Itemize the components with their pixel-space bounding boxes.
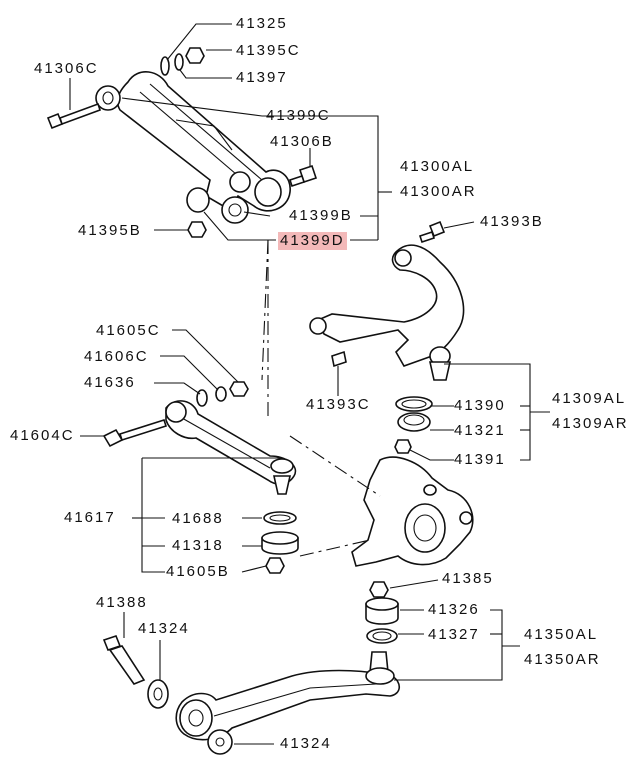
label-41395b[interactable]: 41395B <box>78 222 142 239</box>
label-41606c[interactable]: 41606C <box>84 348 149 365</box>
label-41350ar[interactable]: 41350AR <box>524 651 601 668</box>
label-41324-upper[interactable]: 41324 <box>138 620 190 637</box>
label-41399c[interactable]: 41399C <box>266 107 331 124</box>
lower-rear-arm <box>102 635 401 755</box>
label-41300al[interactable]: 41300AL <box>400 158 475 175</box>
label-41397[interactable]: 41397 <box>236 69 288 86</box>
label-41395c[interactable]: 41395C <box>236 42 301 59</box>
label-41688[interactable]: 41688 <box>172 510 224 527</box>
label-41300ar[interactable]: 41300AR <box>400 183 477 200</box>
label-41604c[interactable]: 41604C <box>10 427 75 444</box>
label-41309al[interactable]: 41309AL <box>552 390 627 407</box>
label-41393b[interactable]: 41393B <box>480 213 544 230</box>
label-41390[interactable]: 41390 <box>454 397 506 414</box>
alignment-lines <box>261 239 381 557</box>
label-41605b[interactable]: 41605B <box>166 563 230 580</box>
label-41399b[interactable]: 41399B <box>289 207 353 224</box>
upper-front-arm <box>309 220 465 381</box>
label-41306b[interactable]: 41306B <box>270 133 334 150</box>
label-41321[interactable]: 41321 <box>454 422 506 439</box>
label-41388[interactable]: 41388 <box>96 594 148 611</box>
upper-arm-assembly <box>95 71 291 224</box>
label-41350al[interactable]: 41350AL <box>524 626 599 643</box>
lower-front-arm <box>102 381 297 495</box>
knuckle <box>351 456 474 567</box>
label-41324-lower[interactable]: 41324 <box>280 735 332 752</box>
label-41385[interactable]: 41385 <box>442 570 494 587</box>
label-41605c[interactable]: 41605C <box>96 322 161 339</box>
label-41318[interactable]: 41318 <box>172 537 224 554</box>
label-41393c[interactable]: 41393C <box>306 396 371 413</box>
label-41399d-highlighted[interactable]: 41399D <box>278 232 347 250</box>
label-41327[interactable]: 41327 <box>428 626 480 643</box>
label-41325[interactable]: 41325 <box>236 15 288 32</box>
upper-front-rings <box>394 396 433 454</box>
upper-hardware <box>46 47 318 238</box>
label-41636[interactable]: 41636 <box>84 374 136 391</box>
label-41391[interactable]: 41391 <box>454 451 506 468</box>
label-41617[interactable]: 41617 <box>64 509 116 526</box>
lower-rear-rings <box>365 581 399 644</box>
label-41309ar[interactable]: 41309AR <box>552 415 629 432</box>
lower-front-rings <box>261 511 299 574</box>
label-41306c[interactable]: 41306C <box>34 60 99 77</box>
leader-lines <box>69 23 550 745</box>
label-41326[interactable]: 41326 <box>428 601 480 618</box>
